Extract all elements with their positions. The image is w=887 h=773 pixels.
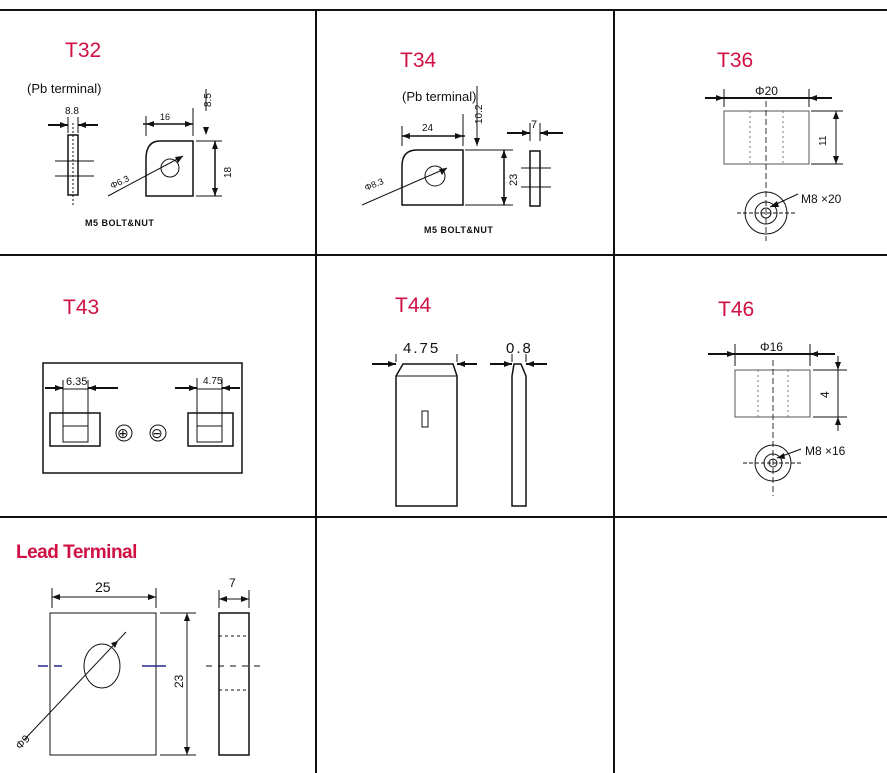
top-border [0, 9, 887, 11]
dim-height: 10.2 [474, 104, 485, 124]
terminal-cell-t44: T44 4.75 0. [317, 256, 613, 516]
t32-drawing: 8.8 16 8.5 18 Φ6.3 [48, 89, 234, 207]
dim-thickness: 7 [229, 576, 236, 590]
terminal-label: T43 [63, 296, 100, 319]
dim-side: 18 [223, 166, 234, 178]
terminal-cell-t36: T36 [615, 11, 887, 254]
lead-terminal-drawing: 25 7 23 Φ9 [14, 576, 266, 756]
dim-thickness: 8.8 [65, 106, 79, 117]
column-divider-1 [315, 9, 317, 773]
dim-diameter: Φ16 [760, 340, 783, 354]
t34-drawing: 24 10.2 7 23 Φ8.3 [361, 86, 563, 207]
t43-drawing: 6.35 4.75 ⊕ ⊖ [42, 362, 243, 474]
dim-height: 11 [818, 135, 829, 146]
dim-thickness: 0.8 [506, 340, 533, 357]
dim-height: 8.5 [203, 93, 214, 107]
t36-drawing: Φ20 11 M8 ×20 [705, 84, 843, 241]
dim-diameter: Φ20 [755, 84, 778, 98]
dim-height: 23 [172, 674, 186, 688]
dim-hole: Φ8.3 [363, 176, 385, 193]
positive-symbol: ⊕ [117, 425, 129, 441]
column-divider-2 [613, 9, 615, 773]
terminal-label: Lead Terminal [16, 542, 137, 563]
bolt-note: M5 BOLT&NUT [85, 218, 155, 228]
dim-width: 4.75 [403, 340, 440, 357]
dim-hole: Φ9 [14, 733, 33, 752]
dim-height: 4 [818, 391, 832, 398]
terminal-label: T32 [65, 39, 102, 62]
dim-width: 24 [422, 123, 434, 134]
negative-symbol: ⊖ [151, 425, 163, 441]
terminal-label: T44 [395, 294, 432, 317]
terminal-label: T46 [718, 298, 755, 321]
dim-bolt: M8 ×16 [805, 444, 846, 458]
dim-thickness: 7 [531, 119, 537, 131]
row-divider-2 [0, 516, 887, 518]
bolt-note: M5 BOLT&NUT [424, 225, 494, 235]
terminal-label: T34 [400, 49, 437, 72]
dim-width: 25 [95, 579, 111, 595]
terminal-note: (Pb terminal) [27, 81, 102, 96]
terminal-cell-lead: Lead Terminal [0, 518, 315, 773]
terminal-cell-t32: T32 (Pb terminal) M5 BOLT&NUT [0, 11, 315, 254]
dim-hole: Φ6.3 [109, 173, 131, 190]
terminal-cell-t34: T34 (Pb terminal) M5 BOLT&NUT [317, 11, 613, 254]
t44-drawing: 4.75 0.8 [372, 340, 547, 507]
t46-drawing: Φ16 4 M8 ×16 [708, 340, 847, 496]
row-divider-1 [0, 254, 887, 256]
dim-right: 4.75 [203, 376, 223, 387]
terminal-cell-t46: T46 [615, 256, 887, 516]
dim-bolt: M8 ×20 [801, 192, 842, 206]
dim-width: 16 [160, 112, 170, 122]
terminal-cell-t43: T43 [0, 256, 315, 516]
terminal-label: T36 [717, 49, 754, 72]
dim-left: 6.35 [66, 376, 87, 388]
terminal-note: (Pb terminal) [402, 89, 477, 104]
dim-side: 23 [508, 174, 520, 186]
